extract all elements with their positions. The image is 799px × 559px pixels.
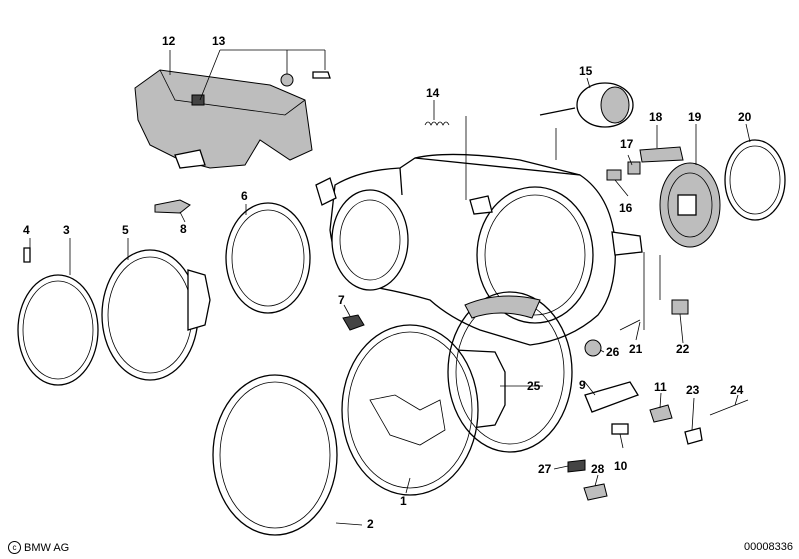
callout-3: 3 — [63, 223, 70, 237]
small-parts — [23, 71, 749, 501]
parking-light-ring — [724, 139, 786, 221]
callout-27: 27 — [538, 462, 552, 476]
callout-5: 5 — [122, 223, 129, 237]
callout-25: 25 — [527, 379, 541, 393]
callout-19: 19 — [688, 110, 702, 124]
callout-22: 22 — [676, 342, 690, 356]
trim-ring-large — [212, 374, 338, 536]
copyright-symbol-icon: c — [8, 541, 21, 554]
leader-lines — [29, 49, 751, 526]
callout-8: 8 — [180, 222, 187, 236]
callout-6: 6 — [241, 189, 248, 203]
callout-24: 24 — [730, 383, 744, 397]
trim-ring-small — [17, 274, 99, 386]
mounting-ring-large — [447, 291, 573, 453]
callout-13: 13 — [212, 34, 226, 48]
callout-15: 15 — [579, 64, 593, 78]
callout-16: 16 — [619, 201, 633, 215]
callout-10: 10 — [614, 459, 628, 473]
sealed-beam-large — [341, 324, 506, 496]
callout-28: 28 — [591, 462, 605, 476]
callout-14: 14 — [426, 86, 440, 100]
callout-2: 2 — [367, 517, 374, 531]
copyright-text: BMW AG — [24, 541, 70, 554]
callout-11: 11 — [654, 380, 667, 394]
callout-12: 12 — [162, 34, 176, 48]
mounting-ring-small — [225, 202, 311, 314]
callout-21: 21 — [629, 342, 643, 356]
callout-labels: 1 2 3 4 5 6 7 8 9 10 11 12 13 14 15 16 1… — [23, 34, 752, 531]
callout-1: 1 — [400, 494, 407, 508]
callout-4: 4 — [23, 223, 30, 237]
callout-7: 7 — [338, 293, 345, 307]
headlight-housing — [315, 153, 643, 346]
callout-9: 9 — [579, 378, 586, 392]
headlight-cover — [134, 69, 313, 169]
sealed-beam-small — [101, 249, 211, 381]
callout-17: 17 — [620, 137, 634, 151]
callout-26: 26 — [606, 345, 620, 359]
callout-23: 23 — [686, 383, 700, 397]
copyright-notice: c BMW AG — [8, 541, 69, 554]
callout-18: 18 — [649, 110, 663, 124]
document-number: 00008336 — [744, 541, 793, 553]
callout-20: 20 — [738, 110, 752, 124]
